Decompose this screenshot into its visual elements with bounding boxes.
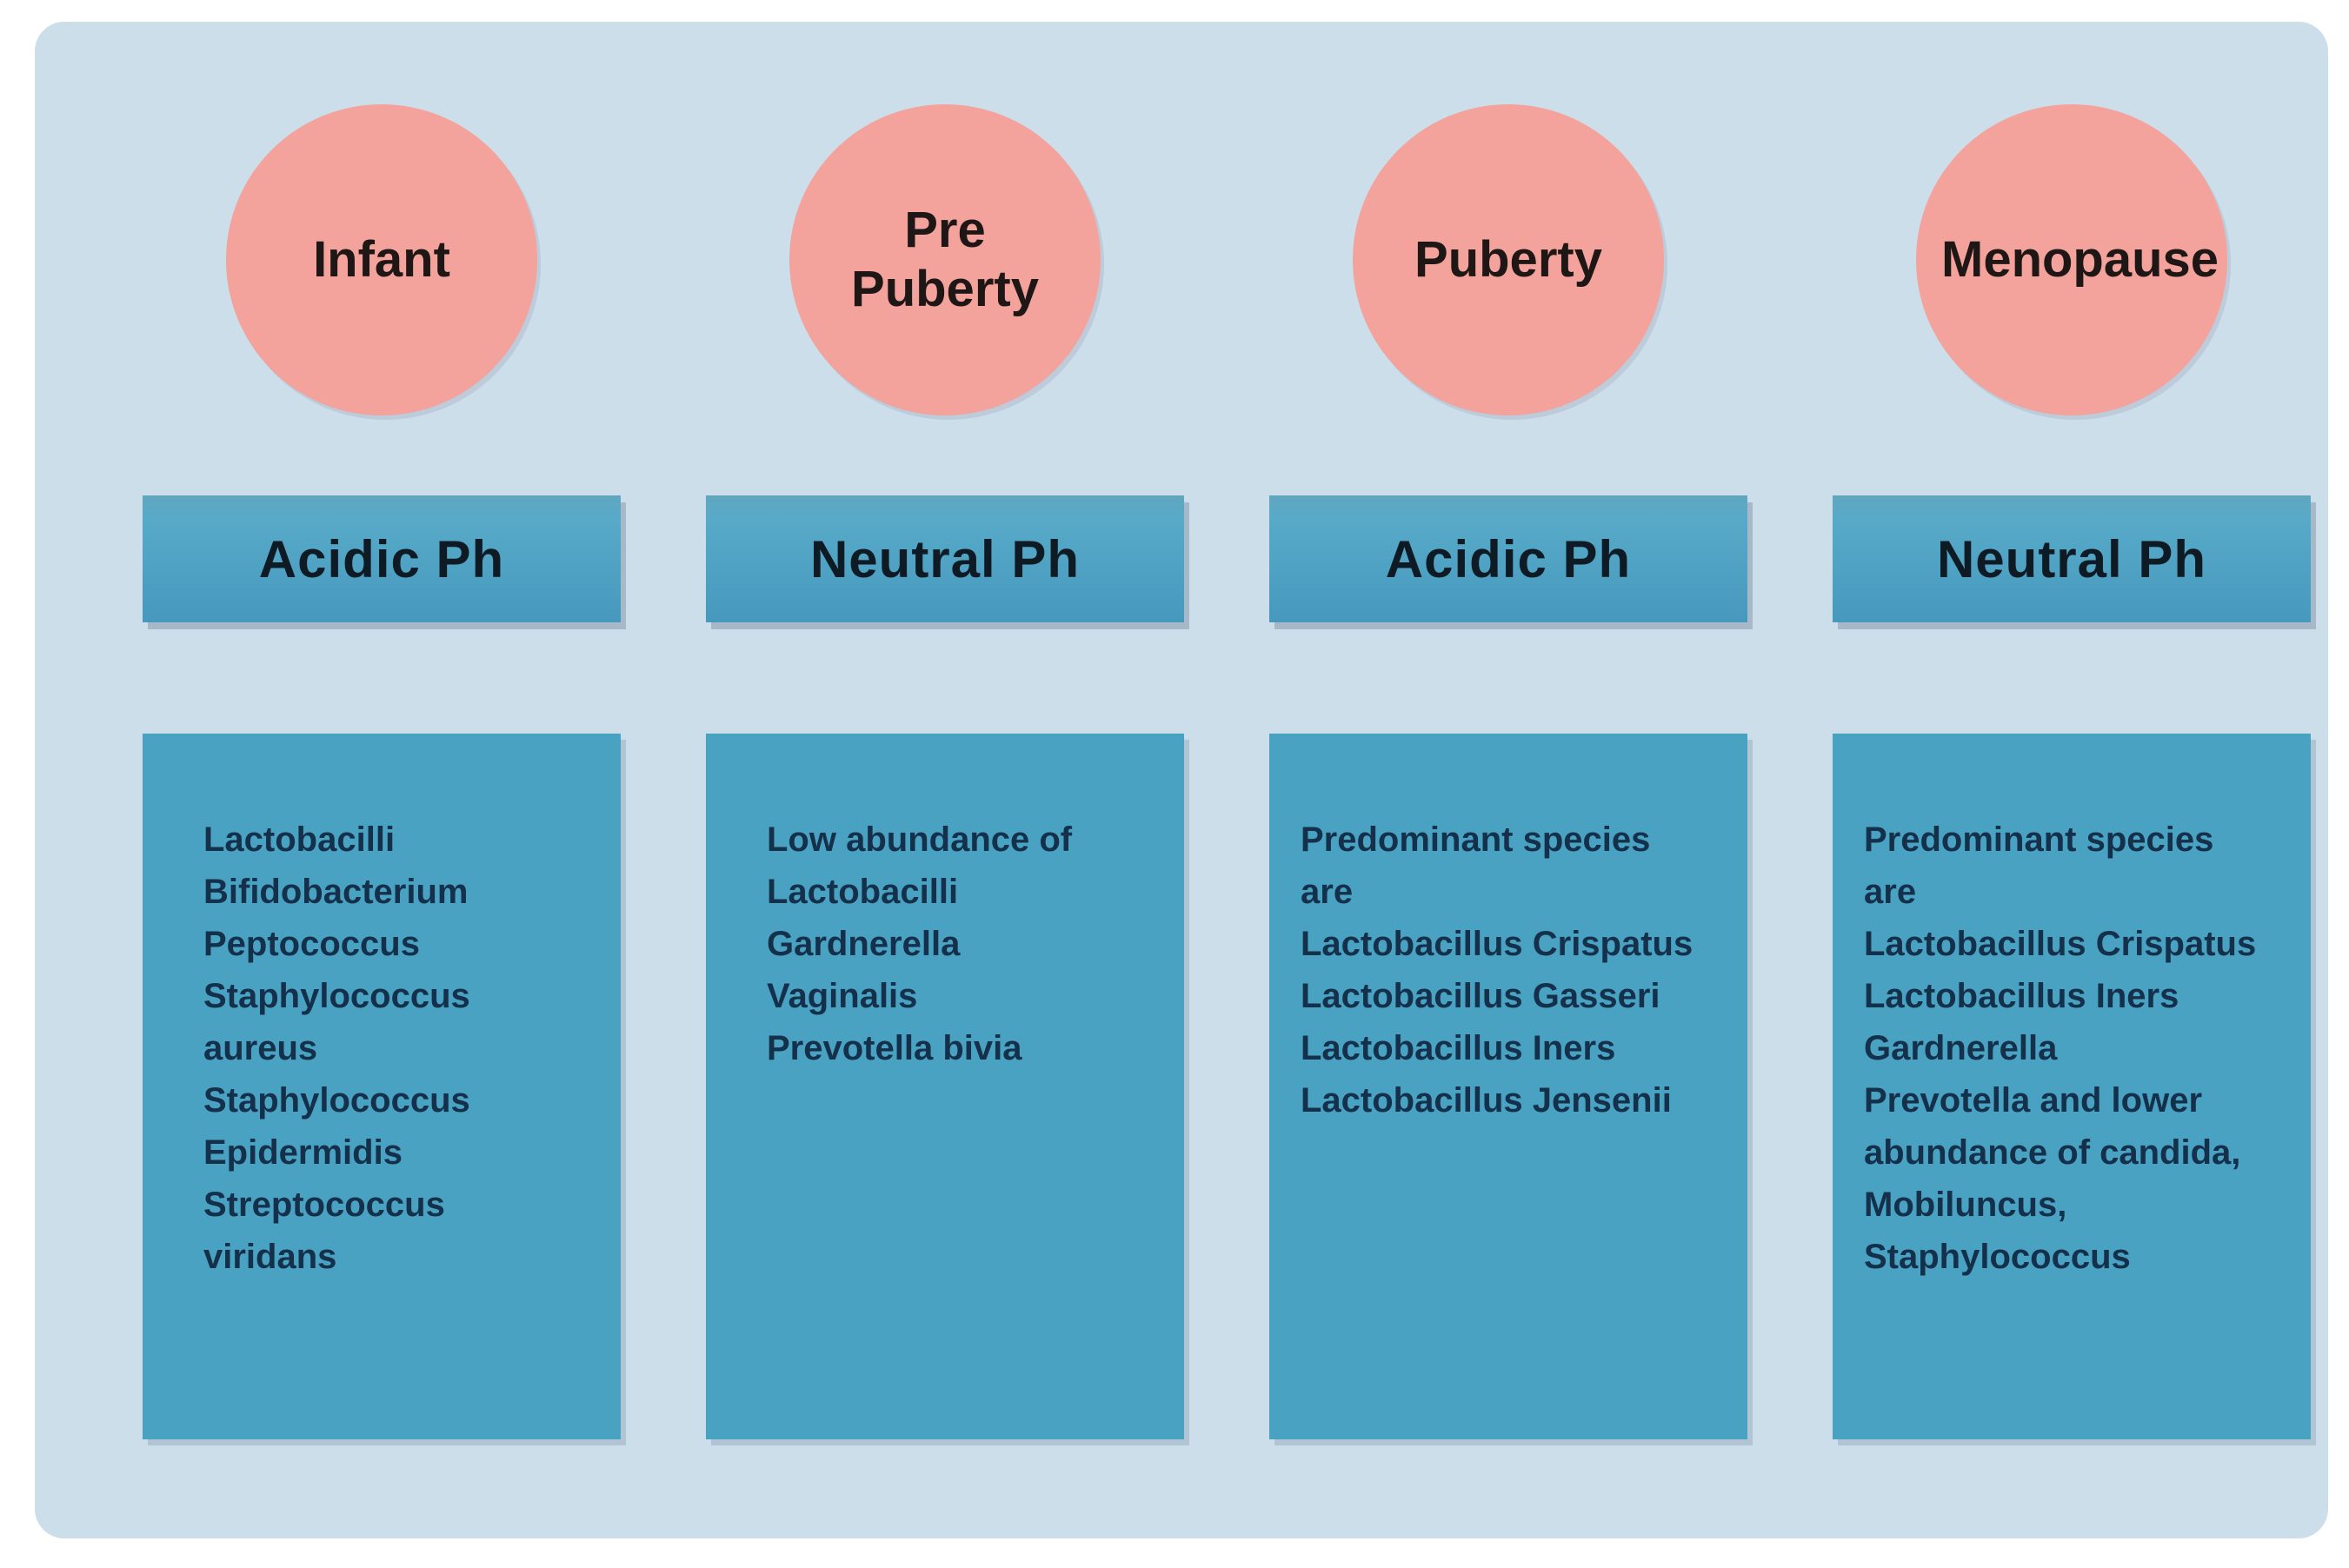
stage-label: Infant [313,230,450,288]
ph-banner: Acidic Ph [1269,495,1747,622]
column-puberty: Puberty Acidic Ph Predominant species ar… [1269,22,1747,1538]
species-list: Predominant species are Lactobacillus Cr… [1864,821,2257,1276]
diagram-panel: Infant Acidic Ph Lactobacilli Bifidobact… [35,22,2328,1538]
species-list: Low abundance of Lactobacilli Gardnerell… [767,821,1073,1067]
stage-label: Puberty [1414,230,1602,288]
ph-label: Acidic Ph [1385,529,1632,588]
stage-label: Menopause [1941,230,2219,288]
ph-banner: Neutral Ph [706,495,1184,622]
stage-circle: Menopause [1916,104,2227,415]
stage-circle: Puberty [1353,104,1664,415]
species-box: Low abundance of Lactobacilli Gardnerell… [706,734,1184,1439]
stage-circle: Infant [226,104,537,415]
ph-banner: Acidic Ph [143,495,621,622]
ph-banner: Neutral Ph [1833,495,2311,622]
column-infant: Infant Acidic Ph Lactobacilli Bifidobact… [143,22,621,1538]
stage-columns: Infant Acidic Ph Lactobacilli Bifidobact… [143,22,2311,1538]
species-box: Lactobacilli Bifidobacterium Peptococcus… [143,734,621,1439]
stage-label: Pre Puberty [851,201,1039,317]
species-box: Predominant species are Lactobacillus Cr… [1833,734,2311,1439]
stage-circle: Pre Puberty [789,104,1101,415]
column-menopause: Menopause Neutral Ph Predominant species… [1833,22,2311,1538]
ph-label: Acidic Ph [258,529,505,588]
ph-label: Neutral Ph [1936,529,2207,588]
species-list: Predominant species are Lactobacillus Cr… [1301,821,1694,1120]
species-list: Lactobacilli Bifidobacterium Peptococcus… [203,821,470,1276]
column-pre-puberty: Pre Puberty Neutral Ph Low abundance of … [706,22,1184,1538]
ph-label: Neutral Ph [809,529,1081,588]
species-box: Predominant species are Lactobacillus Cr… [1269,734,1747,1439]
